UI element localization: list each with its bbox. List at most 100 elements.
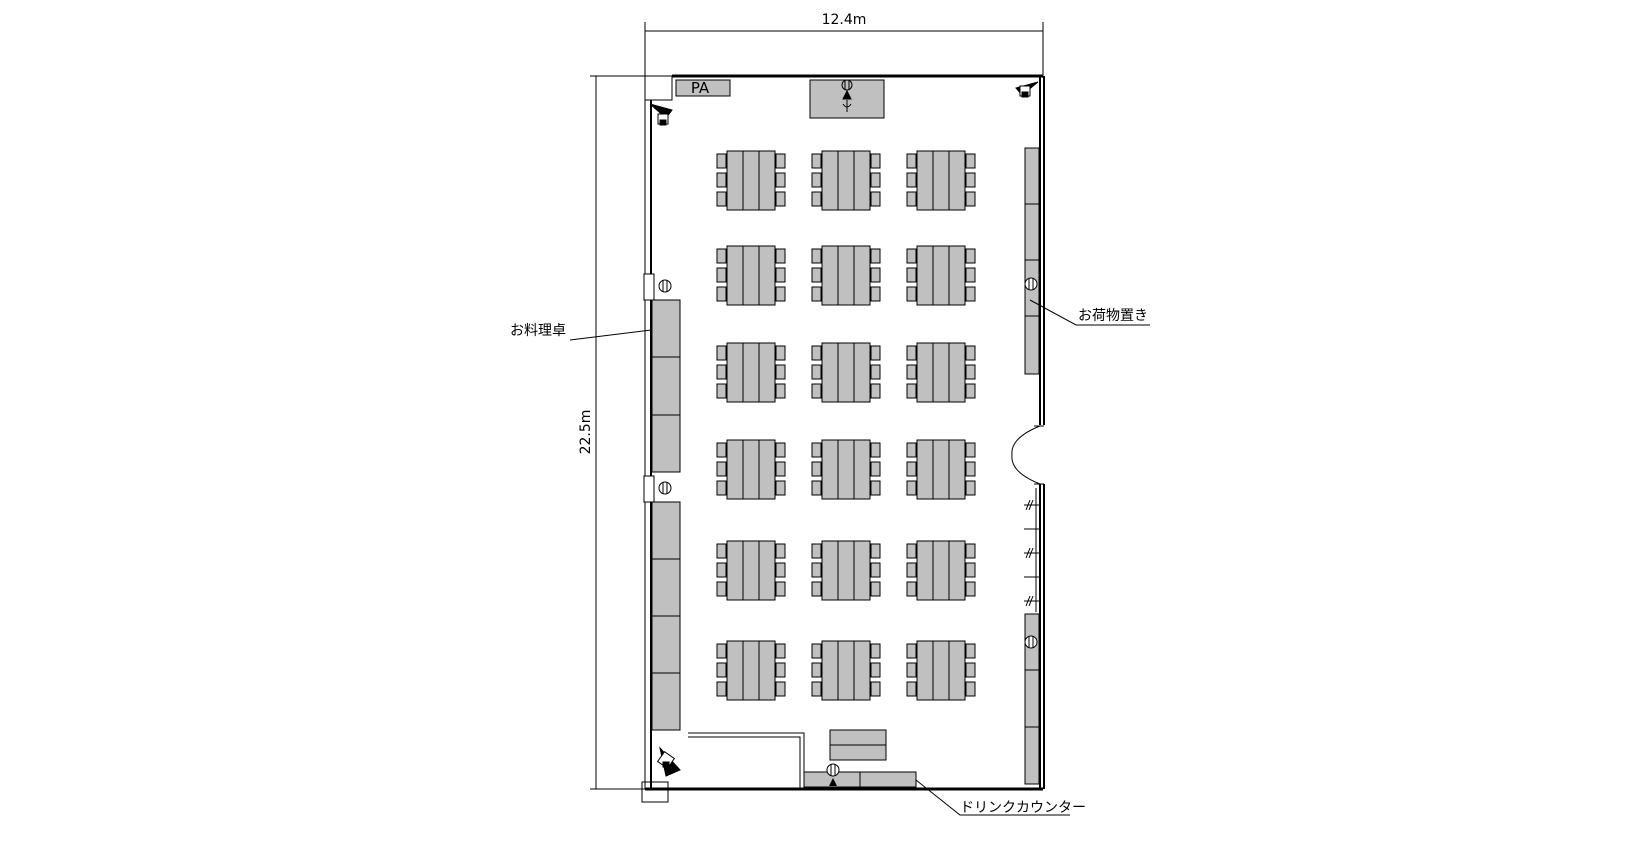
chair [716, 581, 727, 597]
chair [965, 581, 976, 597]
chair [870, 643, 881, 659]
table-group [811, 640, 881, 701]
chair [811, 662, 822, 678]
power-outlet-icon [826, 763, 840, 777]
power-outlet-icon [1024, 635, 1038, 649]
chair [906, 248, 917, 264]
table-group [811, 245, 881, 306]
chair [775, 662, 786, 678]
chair [811, 480, 822, 496]
chair [716, 267, 727, 283]
chair [870, 248, 881, 264]
table-group [906, 245, 976, 306]
chair [965, 480, 976, 496]
room-walls [641, 74, 1045, 803]
chair [965, 442, 976, 458]
table-group [811, 342, 881, 403]
chair [775, 643, 786, 659]
chair [775, 267, 786, 283]
drink-counter [688, 729, 917, 788]
chair [906, 364, 917, 380]
chair [811, 643, 822, 659]
chair [965, 153, 976, 169]
chair [870, 383, 881, 399]
chair [906, 286, 917, 302]
chair [965, 562, 976, 578]
chair [716, 345, 727, 361]
chair [870, 364, 881, 380]
chair [870, 581, 881, 597]
chair [965, 172, 976, 188]
chair [870, 191, 881, 207]
chair [965, 267, 976, 283]
chair [811, 442, 822, 458]
table-group [906, 342, 976, 403]
chair [716, 442, 727, 458]
chair [811, 383, 822, 399]
table-group [811, 439, 881, 500]
chair [965, 364, 976, 380]
chair [965, 345, 976, 361]
chair [906, 662, 917, 678]
chair [716, 383, 727, 399]
speaker-icon [1015, 81, 1039, 98]
chair [811, 345, 822, 361]
luggage-label: お荷物置き [1078, 308, 1148, 324]
drink-counter-leader [915, 779, 1070, 816]
chair [716, 172, 727, 188]
chair [870, 153, 881, 169]
chair [965, 662, 976, 678]
chair [906, 172, 917, 188]
chair [716, 480, 727, 496]
chair [870, 442, 881, 458]
chair [965, 248, 976, 264]
chair [811, 581, 822, 597]
chair [716, 562, 727, 578]
pa-area [675, 79, 731, 97]
chair [716, 248, 727, 264]
chair [870, 267, 881, 283]
luggage-leader [1029, 299, 1150, 326]
chair [811, 191, 822, 207]
chair [775, 286, 786, 302]
chair [775, 345, 786, 361]
microphone-icon [842, 89, 852, 112]
chair [811, 267, 822, 283]
chair [870, 461, 881, 477]
drink-counter-label: ドリンクカウンター [960, 800, 1086, 816]
table-group [716, 342, 786, 403]
chair [775, 461, 786, 477]
chair [906, 581, 917, 597]
seating-area [716, 150, 976, 701]
chair [965, 681, 976, 697]
chair [965, 643, 976, 659]
table-group [811, 150, 881, 211]
food-table-label: お料理卓 [510, 323, 566, 339]
chair [775, 681, 786, 697]
table-group [906, 640, 976, 701]
chair [811, 248, 822, 264]
chair [811, 461, 822, 477]
chair [906, 153, 917, 169]
height-dimension-label: 22.5m [578, 410, 594, 455]
chair [870, 172, 881, 188]
width-dimension-label: 12.4m [822, 12, 867, 28]
chair [906, 681, 917, 697]
speaker-icon [656, 746, 681, 777]
chair [811, 543, 822, 559]
height-dimension [590, 75, 650, 790]
table-group [716, 245, 786, 306]
chair [811, 562, 822, 578]
chair [965, 383, 976, 399]
chair [906, 643, 917, 659]
food-table-leader [569, 329, 652, 341]
speaker-icon [649, 103, 673, 126]
chair [716, 681, 727, 697]
chair [811, 681, 822, 697]
chair [775, 543, 786, 559]
table-group [811, 540, 881, 601]
power-outlet-icon [643, 475, 672, 503]
chair [906, 543, 917, 559]
chair [811, 172, 822, 188]
chair [870, 562, 881, 578]
